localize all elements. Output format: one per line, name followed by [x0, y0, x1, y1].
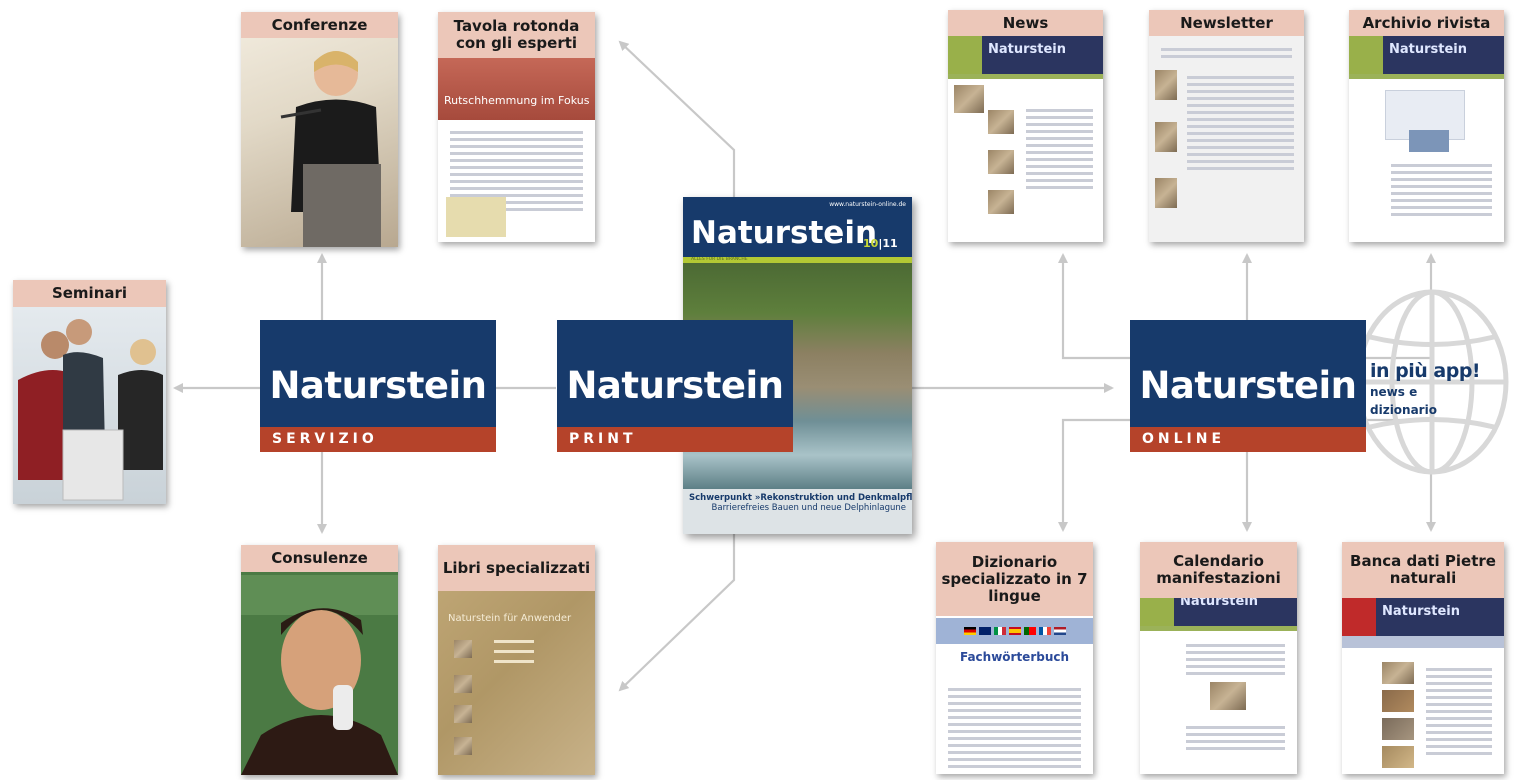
label-news: News [948, 10, 1103, 36]
dizionario-page-title: Fachwörterbuch [959, 650, 1070, 664]
magazine-cover[interactable]: www.naturstein-online.de Naturstein 10|1… [683, 197, 912, 534]
hub-servizio[interactable]: Naturstein SERVIZIO [260, 320, 496, 452]
archivio-web-logo: Naturstein [1389, 42, 1468, 57]
card-seminari[interactable] [13, 280, 166, 504]
hub-servizio-sub: SERVIZIO [260, 427, 496, 452]
arrow-to-news [1058, 253, 1130, 360]
app-callout: in più app! news e dizionario [1370, 360, 1481, 418]
hub-online-name: Naturstein [1130, 320, 1366, 427]
hub-online[interactable]: Naturstein ONLINE [1130, 320, 1366, 452]
magazine-footer: Schwerpunkt »Rekonstruktion und Denkmalp… [683, 489, 912, 534]
seminari-photo [18, 319, 163, 501]
card-news[interactable]: Naturstein [948, 10, 1103, 242]
hub-print-sub: PRINT [557, 427, 793, 452]
label-newsletter: Newsletter [1149, 10, 1304, 36]
hub-print-name: Naturstein [557, 320, 793, 427]
arrow-to-dizionario [1058, 418, 1130, 532]
arrow-to-libri [618, 532, 736, 692]
app-line2: dizionario [1370, 403, 1437, 417]
arrow-to-tavola [618, 40, 736, 198]
label-dizionario: Dizionario specializzato in 7 lingue [936, 542, 1093, 616]
magazine-title: Naturstein [691, 215, 878, 251]
magazine-tagline: ALLES FÜR DIE BRANCHE [683, 257, 912, 263]
app-headline: in più app! [1370, 360, 1481, 382]
card-conferenze[interactable] [241, 12, 398, 247]
label-archivio: Archivio rivista [1349, 10, 1504, 36]
card-archivio[interactable]: Naturstein [1349, 10, 1504, 242]
magazine-url: www.naturstein-online.de [829, 201, 906, 208]
news-web-logo: Naturstein [988, 42, 1067, 57]
banca-web-logo: Naturstein [1382, 604, 1461, 619]
label-calendario: Calendario manifestazioni [1140, 542, 1297, 598]
label-banca: Banca dati Pietre naturali [1342, 542, 1504, 598]
label-libri: Libri specializzati [438, 545, 595, 591]
speaker-photo [280, 51, 381, 247]
hub-servizio-name: Naturstein [260, 320, 496, 427]
libri-book-title: Naturstein für Anwender [448, 613, 572, 624]
hub-print[interactable]: Naturstein PRINT [557, 320, 793, 452]
hub-online-sub: ONLINE [1130, 427, 1366, 452]
app-line1: news e [1370, 385, 1418, 399]
card-consulenze[interactable] [241, 545, 398, 775]
tavola-headline: Rutschhemmung im Fokus [444, 94, 590, 107]
label-consulenze: Consulenze [241, 545, 398, 572]
card-newsletter[interactable] [1149, 10, 1304, 242]
magazine-issue: 10|11 [863, 237, 898, 250]
label-tavola-rotonda: Tavola rotonda con gli esperti [438, 12, 595, 58]
label-seminari: Seminari [13, 280, 166, 307]
consulenze-photo [241, 545, 398, 775]
label-conferenze: Conferenze [241, 12, 398, 38]
